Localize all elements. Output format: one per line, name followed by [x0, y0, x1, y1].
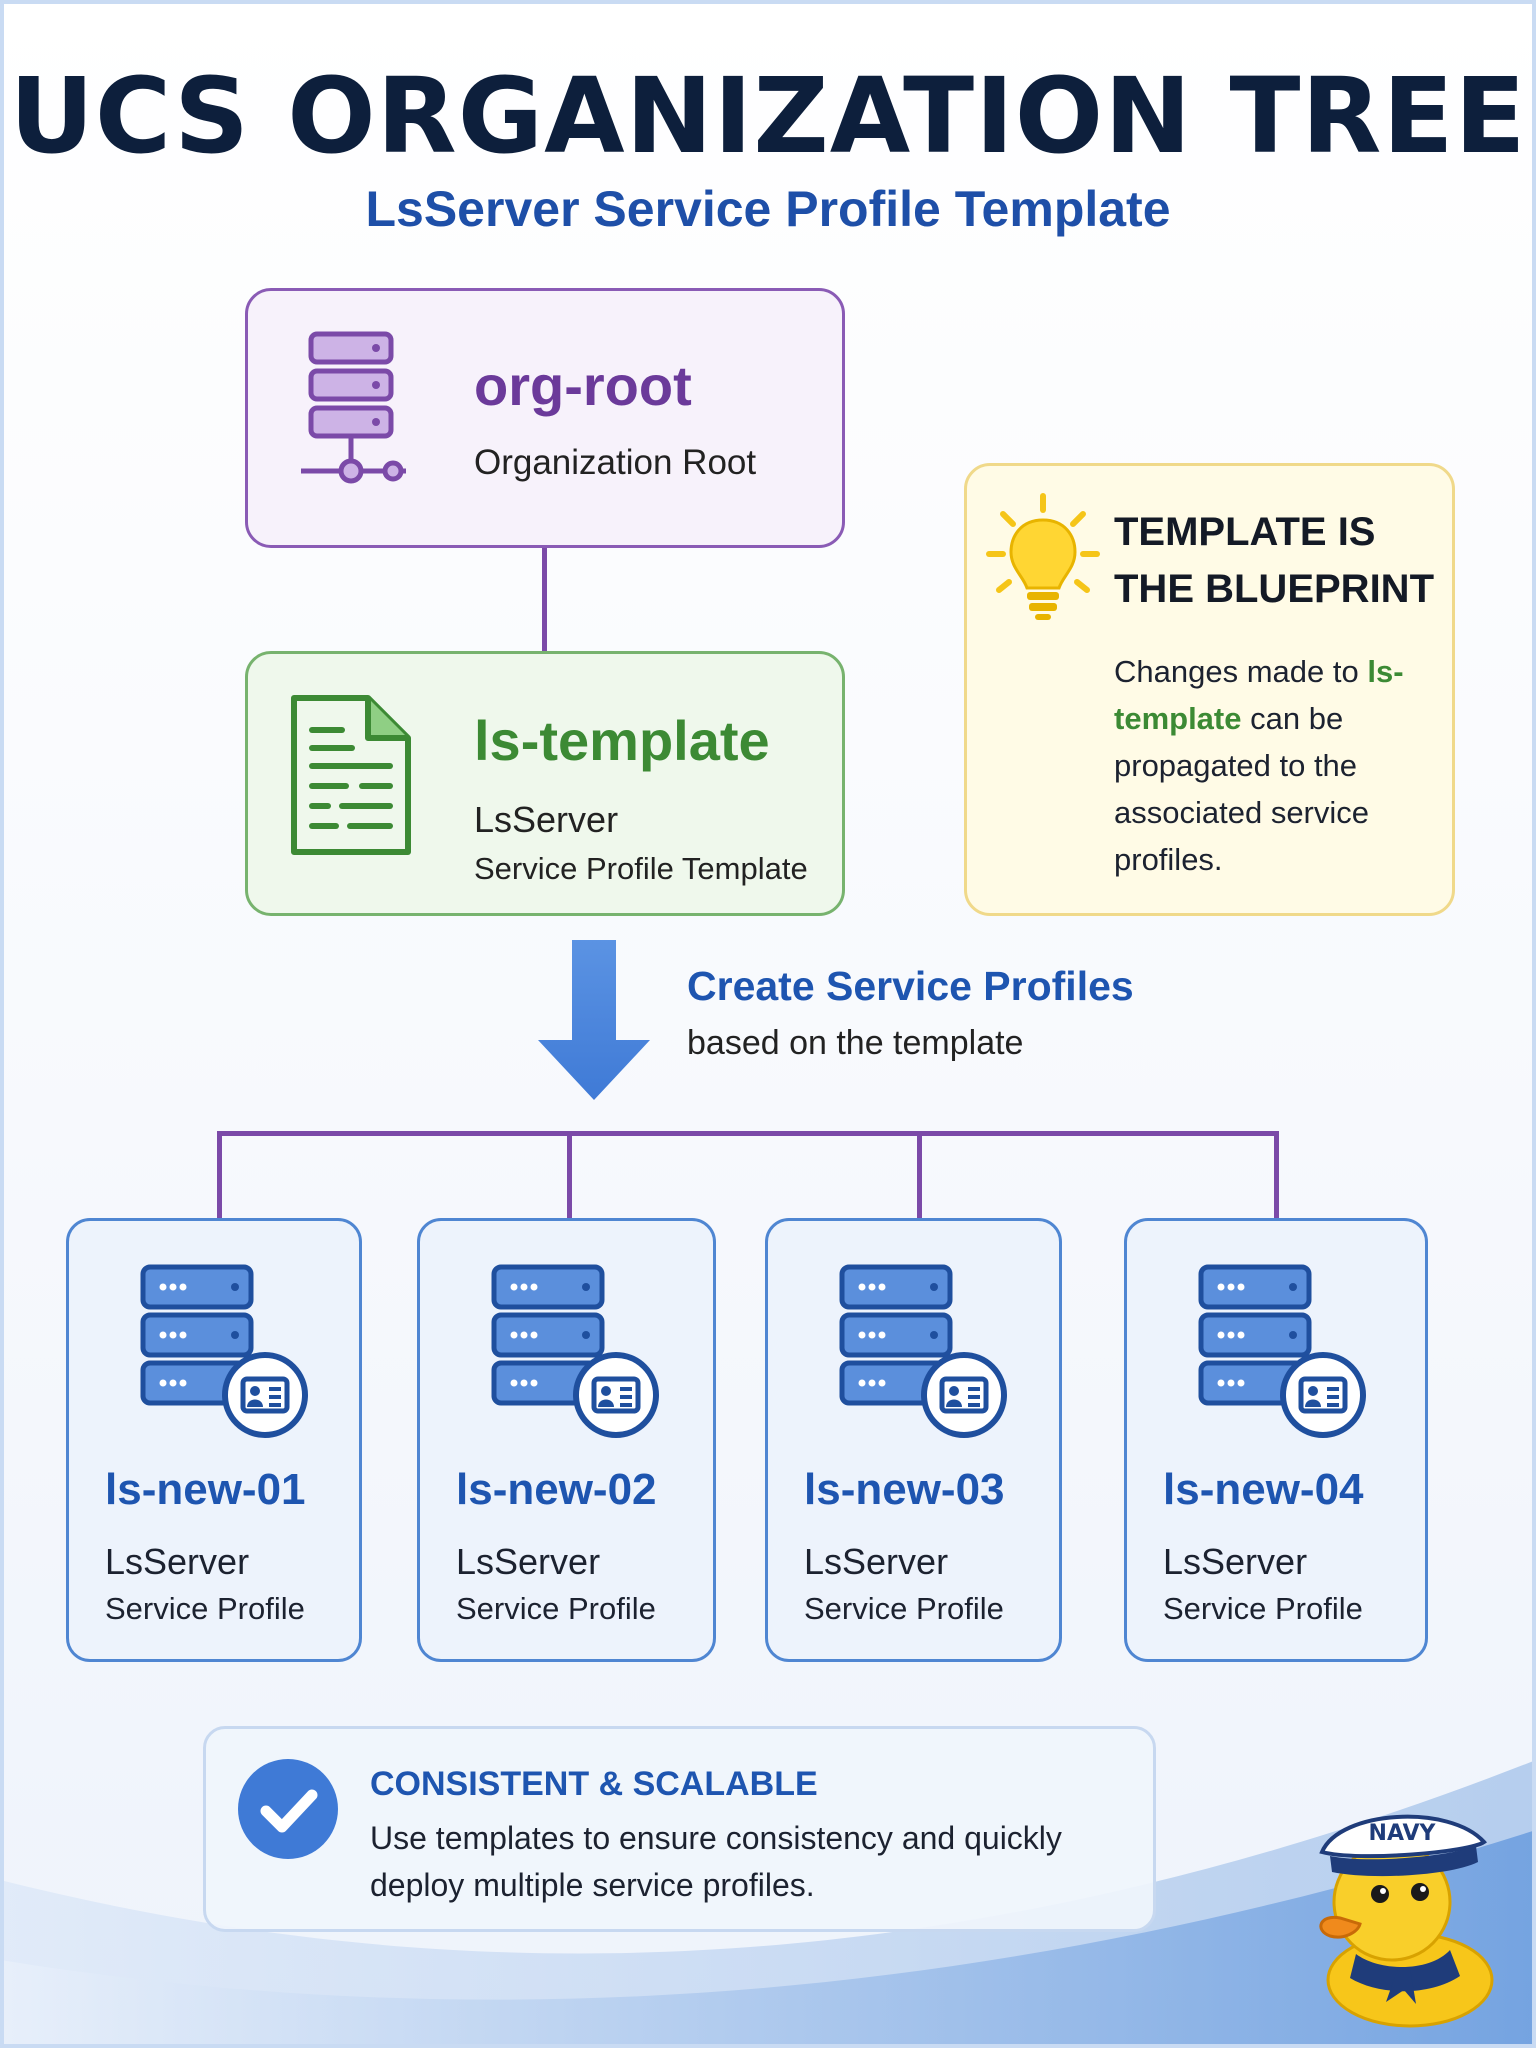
service-profile-card: ls-new-04 LsServer Service Profile [1124, 1218, 1428, 1662]
profile-name: ls-new-02 [456, 1465, 657, 1514]
ls-template-type: LsServer [474, 799, 619, 840]
server-profile-icon [140, 1264, 308, 1438]
page-subtitle: LsServer Service Profile Template [365, 181, 1171, 237]
server-profile-icon [839, 1264, 1007, 1438]
ls-template-name: ls-template [474, 709, 770, 772]
server-profile-icon [491, 1264, 659, 1438]
tree-branch-2 [567, 1131, 572, 1218]
root-to-template-connector [542, 548, 547, 651]
profile-name: ls-new-04 [1163, 1465, 1364, 1514]
profile-kind: Service Profile [804, 1591, 1004, 1626]
tip-body-start: Changes made to [1114, 654, 1359, 689]
tree-branch-4 [1274, 1131, 1279, 1218]
navy-duck-icon: NAVY [1319, 1814, 1494, 2028]
server-profile-icon [1198, 1264, 1366, 1438]
tip-body-highlight: ls-template [1114, 654, 1404, 736]
banner-text: Use templates to ensure consistency and … [370, 1820, 1062, 1903]
consistency-banner: CONSISTENT & SCALABLE Use templates to e… [203, 1726, 1156, 1932]
service-profile-card: ls-new-01 LsServer Service Profile [66, 1218, 362, 1662]
profile-type: LsServer [105, 1541, 250, 1582]
profile-kind: Service Profile [1163, 1591, 1363, 1626]
profile-type: LsServer [456, 1541, 601, 1582]
profile-kind: Service Profile [456, 1591, 656, 1626]
document-icon [291, 695, 411, 855]
profile-kind: Service Profile [105, 1591, 305, 1626]
profile-type: LsServer [1163, 1541, 1308, 1582]
navy-hat-text: NAVY [1369, 1821, 1437, 1846]
create-profiles-title: Create Service Profiles [687, 963, 1134, 1009]
tip-body-end: can be propagated to the associated serv… [1114, 701, 1370, 877]
lightbulb-icon [986, 493, 1100, 620]
tip-title: TEMPLATE IS THE BLUEPRINT [1114, 510, 1434, 611]
org-root-name: org-root [474, 354, 692, 417]
blueprint-tip-card: TEMPLATE IS THE BLUEPRINT Changes made t… [964, 463, 1455, 916]
ls-template-node: ls-template LsServer Service Profile Tem… [245, 651, 845, 916]
org-root-node: org-root Organization Root [245, 288, 845, 548]
profile-name: ls-new-03 [804, 1465, 1005, 1514]
tree-branch-3 [917, 1131, 922, 1218]
profile-type: LsServer [804, 1541, 949, 1582]
service-profile-card: ls-new-02 LsServer Service Profile [417, 1218, 716, 1662]
checkmark-icon [238, 1759, 338, 1859]
tip-body: Changes made to ls-template can be propa… [1114, 648, 1434, 883]
profile-name: ls-new-01 [105, 1465, 306, 1514]
service-profile-card: ls-new-03 LsServer Service Profile [765, 1218, 1062, 1662]
server-tree-icon [301, 331, 406, 484]
org-root-description: Organization Root [474, 443, 757, 482]
create-profiles-subtitle: based on the template [687, 1024, 1024, 1062]
tree-branch-1 [217, 1131, 222, 1218]
page-title: UCS ORGANIZATION TREE [9, 55, 1527, 177]
arrow-down-icon [538, 940, 650, 1100]
ls-template-kind: Service Profile Template [474, 851, 808, 886]
banner-title: CONSISTENT & SCALABLE [370, 1765, 818, 1803]
tree-horizontal-connector [217, 1131, 1279, 1136]
